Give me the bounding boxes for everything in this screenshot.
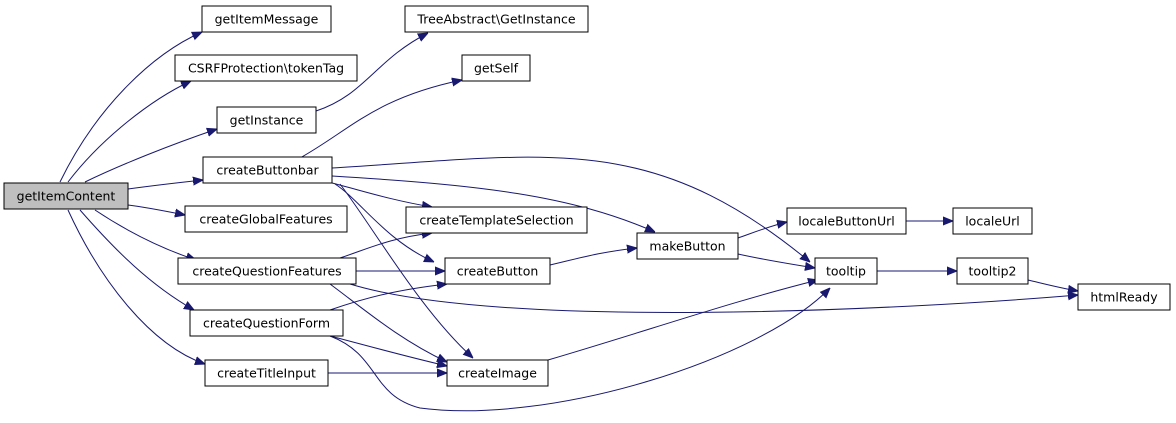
node-csrfprotection-tokentag[interactable]: CSRFProtection\tokenTag bbox=[174, 54, 358, 82]
node-label: createButton bbox=[457, 264, 539, 279]
edge-makebutton-localebuttonurl bbox=[737, 222, 787, 239]
node-localeurl[interactable]: localeUrl bbox=[952, 207, 1033, 235]
node-createglobalfeatures[interactable]: createGlobalFeatures bbox=[184, 205, 348, 233]
edge-makebutton-tooltip bbox=[737, 253, 815, 268]
nodes: getItemContent getItemMessage CSRFProtec… bbox=[3, 5, 1171, 387]
node-label: createTemplateSelection bbox=[419, 213, 573, 228]
edge-getitemcontent-getinstance bbox=[84, 129, 217, 183]
node-label: tooltip2 bbox=[969, 264, 1017, 279]
edge-getitemcontent-getitemmessage bbox=[59, 32, 202, 183]
node-label: tooltip bbox=[826, 264, 866, 279]
edge-createbutton-makebutton bbox=[549, 248, 637, 266]
node-treeabstract-getinstance[interactable]: TreeAbstract\GetInstance bbox=[404, 5, 589, 33]
node-getself[interactable]: getSelf bbox=[461, 54, 531, 82]
node-localebuttonurl[interactable]: localeButtonUrl bbox=[786, 207, 907, 235]
node-label: localeButtonUrl bbox=[798, 214, 894, 229]
node-createquestionfeatures[interactable]: createQuestionFeatures bbox=[177, 257, 357, 285]
node-createtitleinput[interactable]: createTitleInput bbox=[204, 359, 329, 387]
node-label: getInstance bbox=[230, 113, 304, 128]
node-label: createQuestionForm bbox=[203, 316, 330, 331]
edge-createquestionform-createimage bbox=[329, 335, 447, 366]
node-createbutton[interactable]: createButton bbox=[444, 257, 551, 285]
edge-createbuttonbar-createtemplateselection bbox=[331, 182, 432, 207]
node-label: getItemContent bbox=[17, 189, 116, 204]
node-label: CSRFProtection\tokenTag bbox=[188, 61, 344, 76]
node-label: makeButton bbox=[649, 239, 725, 254]
edge-createbuttonbar-makebutton bbox=[331, 175, 655, 232]
edge-createquestionfeatures-htmlready bbox=[349, 283, 1078, 313]
edge-getitemcontent-createtitleinput bbox=[67, 209, 205, 364]
edge-createquestionfeatures-createtemplateselection bbox=[339, 233, 432, 259]
edge-createbuttonbar-tooltip bbox=[331, 156, 810, 262]
edge-getitemcontent-createglobalfeatures bbox=[127, 204, 185, 215]
edge-getitemcontent-createbuttonbar bbox=[127, 180, 203, 190]
edge-createimage-tooltip bbox=[547, 280, 818, 361]
node-label: createTitleInput bbox=[217, 366, 316, 381]
node-createimage[interactable]: createImage bbox=[446, 359, 549, 387]
node-createbuttonbar[interactable]: createButtonbar bbox=[202, 156, 333, 184]
edges bbox=[59, 32, 1078, 412]
node-label: getSelf bbox=[474, 61, 519, 76]
node-createquestionform[interactable]: createQuestionForm bbox=[189, 309, 344, 337]
node-label: createQuestionFeatures bbox=[192, 264, 341, 279]
node-label: createImage bbox=[458, 366, 537, 381]
edge-tooltip2-htmlready bbox=[1027, 279, 1078, 291]
node-label: createGlobalFeatures bbox=[199, 212, 332, 227]
edge-createquestionform-tooltip bbox=[329, 288, 830, 412]
edge-getitemcontent-createquestionform bbox=[79, 209, 194, 310]
edge-createquestionform-createbutton bbox=[329, 284, 447, 311]
node-label: TreeAbstract\GetInstance bbox=[416, 12, 575, 27]
edge-createbuttonbar-createbutton bbox=[334, 183, 434, 262]
edge-createbuttonbar-createimage bbox=[339, 183, 473, 358]
node-createtemplateselection[interactable]: createTemplateSelection bbox=[405, 206, 588, 234]
node-getinstance[interactable]: getInstance bbox=[216, 106, 317, 134]
node-label: htmlReady bbox=[1090, 290, 1158, 305]
node-tooltip2[interactable]: tooltip2 bbox=[956, 257, 1029, 285]
edge-getitemcontent-csrf-tokentag bbox=[67, 81, 191, 183]
edge-createbuttonbar-getself bbox=[299, 80, 462, 159]
node-label: createButtonbar bbox=[216, 163, 319, 178]
node-tooltip[interactable]: tooltip bbox=[814, 257, 878, 285]
node-makebutton[interactable]: makeButton bbox=[636, 232, 739, 260]
edge-createquestionfeatures-createimage bbox=[329, 283, 447, 362]
node-label: getItemMessage bbox=[215, 12, 319, 27]
edge-getinstance-treeabstract bbox=[315, 33, 428, 112]
node-getitemmessage[interactable]: getItemMessage bbox=[201, 5, 332, 33]
edge-getitemcontent-createquestionfeatures bbox=[94, 209, 196, 260]
node-label: localeUrl bbox=[965, 214, 1020, 229]
node-htmlready[interactable]: htmlReady bbox=[1077, 283, 1171, 311]
node-getitemcontent[interactable]: getItemContent bbox=[3, 182, 129, 210]
